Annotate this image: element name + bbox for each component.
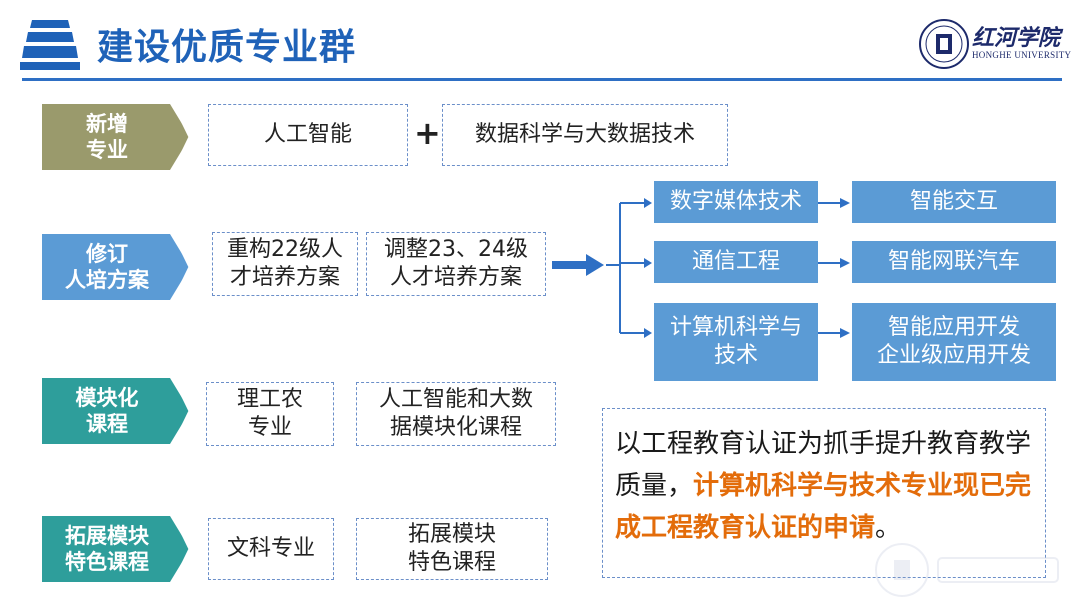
certification-callout: 以工程教育认证为抓手提升教育教学质量，计算机科学与技术专业现已完成工程教育认证的… xyxy=(602,408,1046,578)
chevron-shape xyxy=(42,378,190,444)
chevron-text: 修订 人培方案 xyxy=(65,242,149,292)
box-data-science: 数据科学与大数据技术 xyxy=(442,104,728,166)
direction-app-development: 智能应用开发 企业级应用开发 xyxy=(852,303,1056,381)
box-rebuild-22: 重构22级人 才培养方案 xyxy=(212,232,358,296)
chevron-label-revise-plan: 修订 人培方案 xyxy=(42,234,190,300)
chevron-text: 模块化 课程 xyxy=(75,386,139,436)
callout-text: 以工程教育认证为抓手提升教育教学质量， xyxy=(615,429,1032,501)
chevron-text: 新增 专业 xyxy=(86,112,128,162)
box-ai-bigdata-modules: 人工智能和大数 据模块化课程 xyxy=(356,382,556,446)
tree-connectors xyxy=(606,198,850,338)
plus-sign: + xyxy=(414,114,441,152)
box-ai: 人工智能 xyxy=(208,104,408,166)
chevron-label-modular-courses: 模块化 课程 xyxy=(42,378,190,444)
chevron-shape xyxy=(42,234,190,300)
chevron-label-new-majors: 新增 专业 xyxy=(42,104,190,170)
chevron-label-extension-courses: 拓展模块 特色课程 xyxy=(42,516,190,582)
chevron-shape xyxy=(42,104,190,170)
major-communication-eng: 通信工程 xyxy=(654,241,818,283)
major-computer-science: 计算机科学与 技术 xyxy=(654,303,818,381)
page-title: 建设优质专业群 xyxy=(97,27,357,68)
callout-highlight: 计算机科学与技术专业现已完成工程教育认证的申请 xyxy=(615,471,1032,543)
major-digital-media: 数字媒体技术 xyxy=(654,181,818,223)
direction-smart-interaction: 智能交互 xyxy=(852,181,1056,223)
box-sci-eng-agri: 理工农 专业 xyxy=(206,382,334,446)
logo-english-name: HONGHE UNIVERSITY xyxy=(972,50,1072,60)
direction-connected-vehicles: 智能网联汽车 xyxy=(852,241,1056,283)
university-seal-icon xyxy=(919,19,969,69)
stack-bars-icon xyxy=(20,20,80,70)
header-divider xyxy=(22,78,1062,81)
right-arrow-icon xyxy=(552,254,604,276)
box-liberal-arts: 文科专业 xyxy=(208,518,334,580)
watermark-seal-icon xyxy=(875,543,1059,597)
box-adjust-23-24: 调整23、24级 人才培养方案 xyxy=(366,232,546,296)
chevron-text: 拓展模块 特色课程 xyxy=(65,524,149,574)
chevron-shape xyxy=(42,516,190,582)
logo-chinese-name: 红河学院 xyxy=(972,25,1061,51)
box-extension-modules: 拓展模块 特色课程 xyxy=(356,518,548,580)
callout-end: 。 xyxy=(875,513,902,543)
